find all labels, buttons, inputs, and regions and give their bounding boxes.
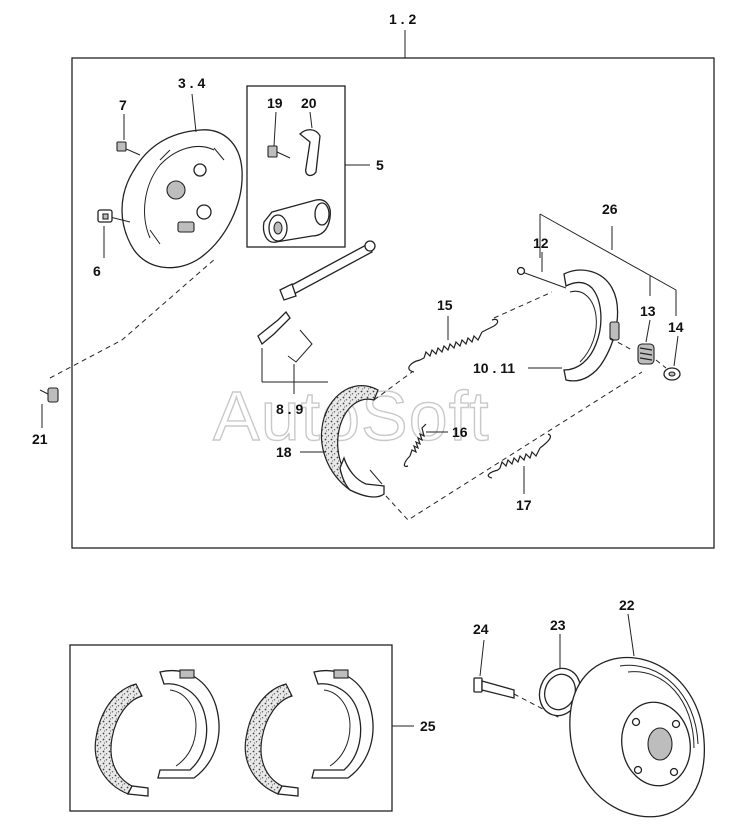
spring-13-part xyxy=(637,343,655,365)
brake-shoe-right-part xyxy=(563,269,620,382)
label-17: 17 xyxy=(516,497,532,513)
label-24: 24 xyxy=(473,621,489,637)
assembly-frame xyxy=(71,57,715,549)
label-18: 18 xyxy=(276,444,292,460)
wheel-cylinder-frame xyxy=(246,85,346,248)
kit-shoe-4-part xyxy=(311,669,374,779)
wheel-cylinder-part xyxy=(262,199,332,243)
label-22: 22 xyxy=(619,597,635,613)
label-12: 12 xyxy=(533,235,549,251)
label-23: 23 xyxy=(550,617,566,633)
label-7: 7 xyxy=(119,97,127,113)
brake-shoe-left-part xyxy=(320,385,385,498)
adjuster-strut-part xyxy=(279,240,376,301)
label-6: 6 xyxy=(93,263,101,279)
bolt-21-part xyxy=(39,387,59,403)
label-13: 13 xyxy=(640,303,656,319)
shoe-kit-frame xyxy=(69,644,393,812)
label-16: 16 xyxy=(452,424,468,440)
label-25: 25 xyxy=(420,718,436,734)
label-1-2: 1 . 2 xyxy=(389,11,416,27)
bleeder-screw-19-part xyxy=(267,145,291,159)
lever-8-9-part xyxy=(257,310,328,394)
backing-plate-part xyxy=(121,129,243,269)
label-5: 5 xyxy=(376,157,384,173)
label-14: 14 xyxy=(668,319,684,335)
kit-shoe-2-part xyxy=(157,669,220,779)
bolt-7-part xyxy=(116,141,141,156)
spring-16-part xyxy=(403,423,427,467)
kit-shoe-3-part xyxy=(244,683,299,797)
label-21: 21 xyxy=(32,431,48,447)
label-20: 20 xyxy=(301,95,317,111)
kit-shoe-1-part xyxy=(94,683,149,797)
label-15: 15 xyxy=(437,297,453,313)
retainer-14-part xyxy=(663,367,681,381)
label-26: 26 xyxy=(602,201,618,217)
label-10-11: 10 . 11 xyxy=(473,360,515,376)
label-8-9: 8 . 9 xyxy=(276,401,303,417)
return-spring-15-part xyxy=(408,318,499,373)
wheel-stud-24-part xyxy=(473,677,561,719)
label-3-4: 3 . 4 xyxy=(178,75,205,91)
abs-ring-23-part xyxy=(538,667,582,717)
pin-12-part xyxy=(516,266,567,289)
spring-17-part xyxy=(487,433,552,479)
nut-6-part xyxy=(97,209,131,223)
cap-20-part xyxy=(299,129,321,177)
brake-drum-22-part xyxy=(569,656,705,818)
label-19: 19 xyxy=(267,95,283,111)
